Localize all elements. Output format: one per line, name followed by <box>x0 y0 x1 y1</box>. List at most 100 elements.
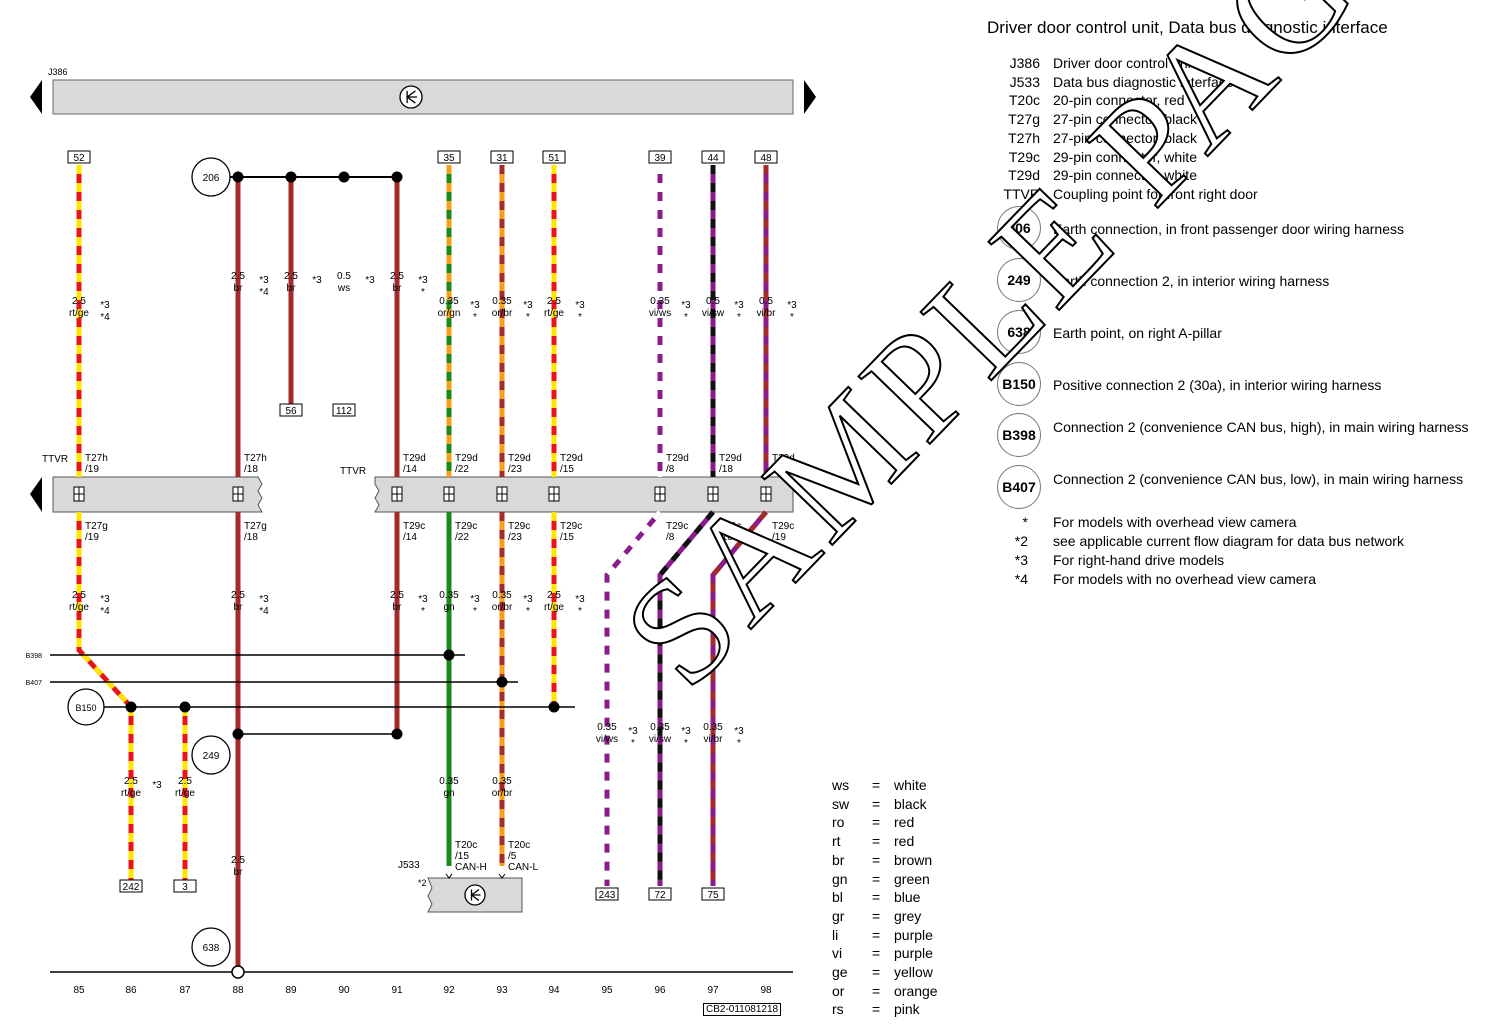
column-number: 92 <box>443 985 455 996</box>
wire-size-label: 0.35 <box>703 722 723 733</box>
color-abbr: ge <box>832 964 848 980</box>
pin-label-upper: /22 <box>455 464 469 475</box>
pin-label-lower: T27g <box>85 521 108 532</box>
b150-label: B150 <box>75 703 96 713</box>
wire-size-label: 0.35 <box>597 722 617 733</box>
pin-label-upper: /19 <box>772 464 786 475</box>
j533-note: *2 <box>418 878 427 888</box>
wire-size-label: 2.5 <box>231 590 245 601</box>
diagram-code: CB2-011081218 <box>703 1003 782 1016</box>
wire-note-label: * <box>578 606 582 617</box>
legend-desc: Coupling point for front right door <box>1053 185 1258 202</box>
earth-point-symbol: 249 <box>997 258 1041 302</box>
top-terminal <box>754 150 778 164</box>
wire-size-label: 2.5 <box>547 296 561 307</box>
top-terminal-label: 39 <box>654 153 666 164</box>
wire-note-label: *4 <box>259 287 269 298</box>
color-name: black <box>894 795 927 812</box>
pin-label-lower: T29c <box>772 521 794 532</box>
wire-97-lower-stripe <box>710 510 768 886</box>
page-title: Driver door control unit, Data bus diagn… <box>987 18 1388 37</box>
earth-point-symbol: 206 <box>997 206 1041 250</box>
wire-color-label: or/gn <box>438 308 461 319</box>
wire-85-lower <box>76 512 133 709</box>
wire-size-label: 2.5 <box>390 590 404 601</box>
ttvr-label: TTVR <box>42 454 68 465</box>
earth-point-symbol: B398 <box>997 413 1041 457</box>
j533-pin-label: T20c <box>455 840 477 851</box>
color-eq: = <box>872 833 881 850</box>
legend-desc: 27-pin connector, black <box>1053 111 1197 128</box>
legend-desc: 29-pin connector, white <box>1053 167 1197 184</box>
legend-code: TTVR <box>1003 185 1040 202</box>
column-number: 96 <box>654 985 666 996</box>
wire-size-label: 0.35 <box>439 776 459 787</box>
wire-note-label: * <box>421 606 425 617</box>
wire-note-label: *3 <box>100 300 110 311</box>
junction-dot <box>391 171 403 183</box>
wire-size-label: 2.5 <box>72 296 86 307</box>
pin-label-lower: T29c <box>403 521 425 532</box>
wire-color-label: rt/ge <box>175 788 195 799</box>
wire-color-label: br <box>393 283 403 294</box>
bottom-terminal-label: 112 <box>336 406 352 417</box>
earth-point-symbol: B150 <box>997 362 1041 406</box>
earth-terminal-dot <box>231 965 245 979</box>
wire-note-label: * <box>737 738 741 749</box>
top-terminal <box>701 150 725 164</box>
column-number: 85 <box>73 985 85 996</box>
wire-note-label: *3 <box>152 780 162 791</box>
wire-color-label: br <box>234 283 244 294</box>
junction-dot <box>496 676 508 688</box>
left-arrow-icon <box>30 80 42 114</box>
note-code: * <box>1022 514 1028 530</box>
wire-size-label: 0.35 <box>492 776 512 787</box>
earth-point-desc: Earth point, on right A-pillar <box>1053 325 1222 341</box>
color-name: red <box>894 833 915 850</box>
color-name: orange <box>894 982 938 999</box>
wire-size-label: 2.5 <box>231 271 245 282</box>
color-abbr: li <box>832 926 839 943</box>
control-unit-icon-line <box>406 90 418 104</box>
top-terminal <box>490 150 514 164</box>
top-terminal <box>437 150 461 164</box>
control-unit-icon-line <box>470 888 481 902</box>
wire-color-label: ws <box>337 283 350 294</box>
column-number: 86 <box>125 985 137 996</box>
left-arrow-icon <box>30 477 42 512</box>
wire-97-lower <box>710 510 768 886</box>
color-abbr: ro <box>832 814 845 831</box>
bus-label-b398: B398 <box>26 653 42 660</box>
j533-pin-label: /15 <box>455 851 469 862</box>
wire-color-label: or/br <box>492 788 513 799</box>
ttvr-label: TTVR <box>340 466 366 477</box>
wire-color-label: rt/ge <box>544 602 564 613</box>
j533-pin-label: CAN-L <box>508 862 538 873</box>
wire-color-label: gn <box>443 788 454 799</box>
note-code: *4 <box>1014 571 1028 587</box>
color-eq: = <box>872 814 881 831</box>
wire-95-lower <box>604 510 662 886</box>
top-terminal-label: 48 <box>760 153 772 164</box>
pin-label-upper: /23 <box>508 464 522 475</box>
wire-color-label: gn <box>443 602 454 613</box>
top-terminal <box>542 150 566 164</box>
top-terminal-label: 44 <box>707 153 719 164</box>
column-number: 97 <box>707 985 719 996</box>
pin-label-lower: /18 <box>244 532 258 543</box>
j533-pin-label: CAN-H <box>455 862 487 873</box>
pin-label-lower: /14 <box>403 532 417 543</box>
color-abbr: gn <box>832 870 848 887</box>
legend-desc: 29-pin connector, white <box>1053 148 1197 165</box>
top-terminal-label: 51 <box>548 153 560 164</box>
pin-label-lower: T27g <box>244 521 267 532</box>
wire-color-label: rt/ge <box>69 602 89 613</box>
earth-point-desc: Positive connection 2 (30a), in interior… <box>1053 377 1382 393</box>
wire-size-label: 0.35 <box>650 296 670 307</box>
wire-note-label: * <box>421 287 425 298</box>
junction-dot <box>391 728 403 740</box>
j533-pin-label: T20c <box>508 840 530 851</box>
junction-dot <box>443 649 455 661</box>
wire-note-label: *4 <box>100 606 110 617</box>
bottom-terminal-label: 242 <box>123 882 140 893</box>
